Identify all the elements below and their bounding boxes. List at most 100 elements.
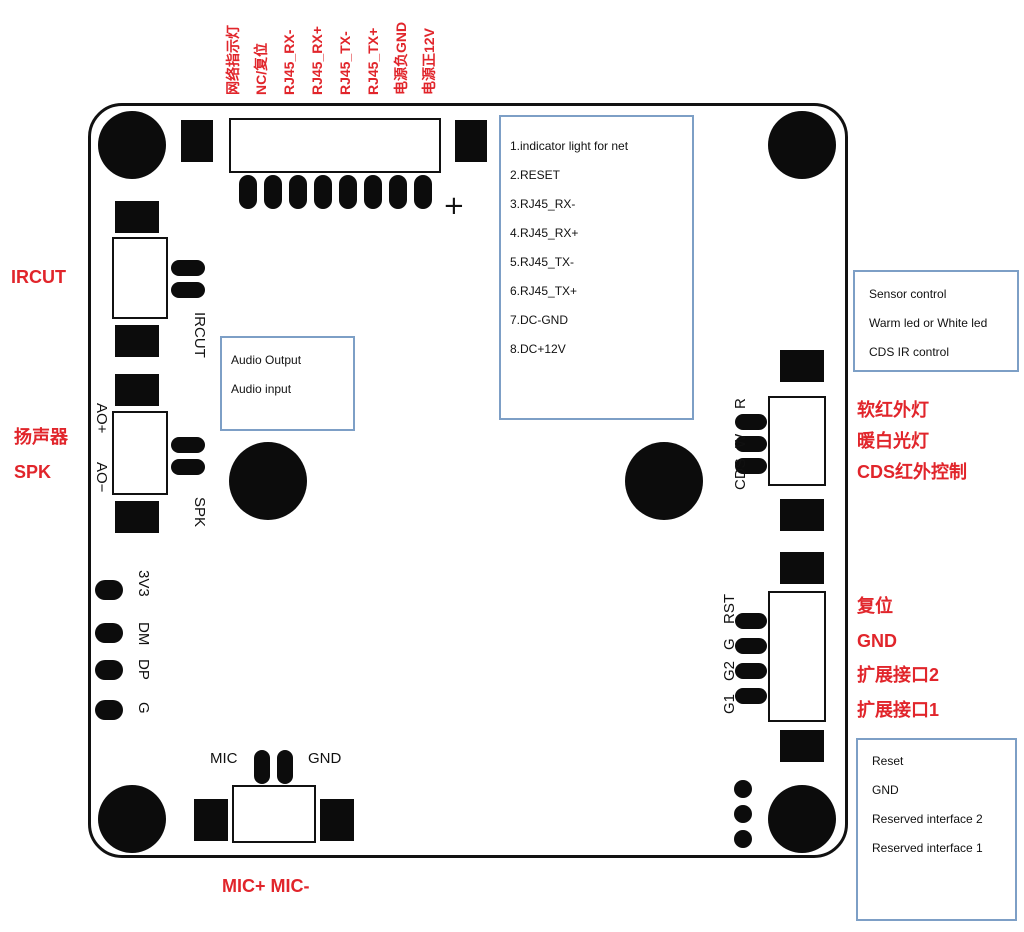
sensor-note-line: Warm led or White led (869, 316, 988, 330)
reset-note-line: GND (872, 783, 899, 797)
top-label-tx-plus: RJ45_TX+ (365, 27, 381, 95)
silk-spk: SPK (191, 497, 208, 528)
net-note-line: 4.RJ45_RX+ (510, 226, 579, 240)
top-label-tx-minus: RJ45_TX- (337, 31, 353, 95)
net-note-line: 8.DC+12V (510, 342, 566, 356)
mic-connector-body (232, 785, 316, 843)
reset-note-box: Reset GND Reserved interface 2 Reserved … (856, 738, 1017, 921)
silk-dm: DM (135, 622, 152, 646)
ext-pin-rst (735, 613, 767, 629)
mic-pin-2 (277, 750, 293, 784)
net-note-line: 7.DC-GND (510, 313, 569, 327)
plus-sign: + (443, 191, 465, 221)
top-pin-6 (364, 175, 382, 209)
mounting-hole-bottom-left (98, 785, 166, 853)
sensor-pin-cds (735, 458, 767, 474)
usb-pad-3v3 (95, 580, 123, 600)
mounting-hole-bottom-right (768, 785, 836, 853)
dot-pad-2 (734, 805, 752, 823)
spk-pad-top (115, 374, 159, 406)
ext-connector-body (768, 591, 826, 722)
mic-label: MIC+ MIC- (222, 876, 310, 896)
top-connector-body (229, 118, 441, 173)
silk-rst: RST (721, 594, 738, 624)
ext-pin-g (735, 638, 767, 654)
ircut-pin-2 (171, 282, 205, 298)
right-label-gnd: GND (857, 631, 897, 651)
sensor-pad-bottom (780, 499, 824, 531)
net-note-line: 5.RJ45_TX- (510, 255, 575, 269)
usb-pad-g (95, 700, 123, 720)
top-pin-2 (264, 175, 282, 209)
ircut-pad-top (115, 201, 159, 233)
ext-pin-g1 (735, 688, 767, 704)
spk-connector-body (112, 411, 168, 495)
net-note-line: 3.RJ45_RX- (510, 197, 576, 211)
usb-pad-dp (95, 660, 123, 680)
top-label-rx-minus: RJ45_RX- (281, 29, 297, 95)
reset-note-line: Reset (872, 754, 904, 768)
top-pin-7 (389, 175, 407, 209)
sensor-pin-w (735, 436, 767, 452)
right-label-reset: 复位 (857, 596, 893, 616)
silk-ao-plus: AO+ (93, 403, 110, 434)
audio-note-box: Audio Output Audio input (220, 336, 355, 431)
reset-note-line: Reserved interface 1 (872, 841, 983, 855)
top-connector-pad-left (181, 120, 213, 162)
audio-note-line: Audio input (231, 382, 292, 396)
silk-g2: G2 (721, 660, 738, 681)
spk-pad-bottom (115, 501, 159, 533)
top-label-net-light: 网络指示灯 (225, 25, 241, 95)
top-pin-4 (314, 175, 332, 209)
right-label-white-led: 暖白光灯 (857, 431, 929, 451)
silk-g1: G1 (721, 693, 738, 714)
sensor-pad-top (780, 350, 824, 382)
sensor-note-line: Sensor control (869, 287, 947, 301)
usb-pad-dm (95, 623, 123, 643)
ext-pad-top (780, 552, 824, 584)
mic-pad-left (194, 799, 228, 841)
ircut-pad-bottom (115, 325, 159, 357)
ircut-connector-body (112, 237, 168, 319)
top-pin-8 (414, 175, 432, 209)
pcb-board-outline (88, 103, 848, 858)
top-label-power-gnd: 电源负GND (393, 21, 409, 95)
top-pin-3 (289, 175, 307, 209)
sensor-note-line: CDS IR control (869, 345, 950, 359)
spk-pin-2 (171, 459, 205, 475)
top-label-nc-reset: NC/复位 (253, 42, 269, 95)
top-connector-pad-right (455, 120, 487, 162)
silk-mic: MIC (210, 750, 238, 767)
silk-cds: CDS (732, 458, 749, 490)
ircut-pin-1 (171, 260, 205, 276)
left-label-speaker-cn: 扬声器 (14, 427, 68, 447)
net-note-line: 6.RJ45_TX+ (510, 284, 578, 298)
silk-gnd: GND (308, 750, 342, 767)
mic-pad-right (320, 799, 354, 841)
left-label-spk: SPK (14, 462, 52, 482)
audio-note-line: Audio Output (231, 353, 302, 367)
net-note-line: 2.RESET (510, 168, 561, 182)
top-pin-1 (239, 175, 257, 209)
ext-pin-g2 (735, 663, 767, 679)
dot-pad-1 (734, 780, 752, 798)
silk-w: W (732, 433, 749, 448)
right-label-ir-led: 软红外灯 (857, 400, 929, 420)
top-label-power-12v: 电源正12V (421, 28, 437, 95)
silk-ao-minus: AO− (93, 462, 110, 493)
spk-pin-1 (171, 437, 205, 453)
dot-pad-3 (734, 830, 752, 848)
silk-ext-g: G (721, 638, 738, 650)
net-note-line: 1.indicator light for net (510, 139, 629, 153)
right-label-ext1: 扩展接口1 (857, 700, 940, 720)
silk-ircut: IRCUT (191, 312, 208, 358)
center-hole-right (625, 442, 703, 520)
sensor-note-box: Sensor control Warm led or White led CDS… (853, 270, 1019, 372)
silk-dp: DP (135, 659, 152, 680)
right-label-ext2: 扩展接口2 (857, 665, 940, 685)
mic-pin-1 (254, 750, 270, 784)
mounting-hole-top-right (768, 111, 836, 179)
mounting-hole-top-left (98, 111, 166, 179)
top-label-rx-plus: RJ45_RX+ (309, 26, 325, 95)
net-pin-note-box: 1.indicator light for net 2.RESET 3.RJ45… (499, 115, 694, 420)
